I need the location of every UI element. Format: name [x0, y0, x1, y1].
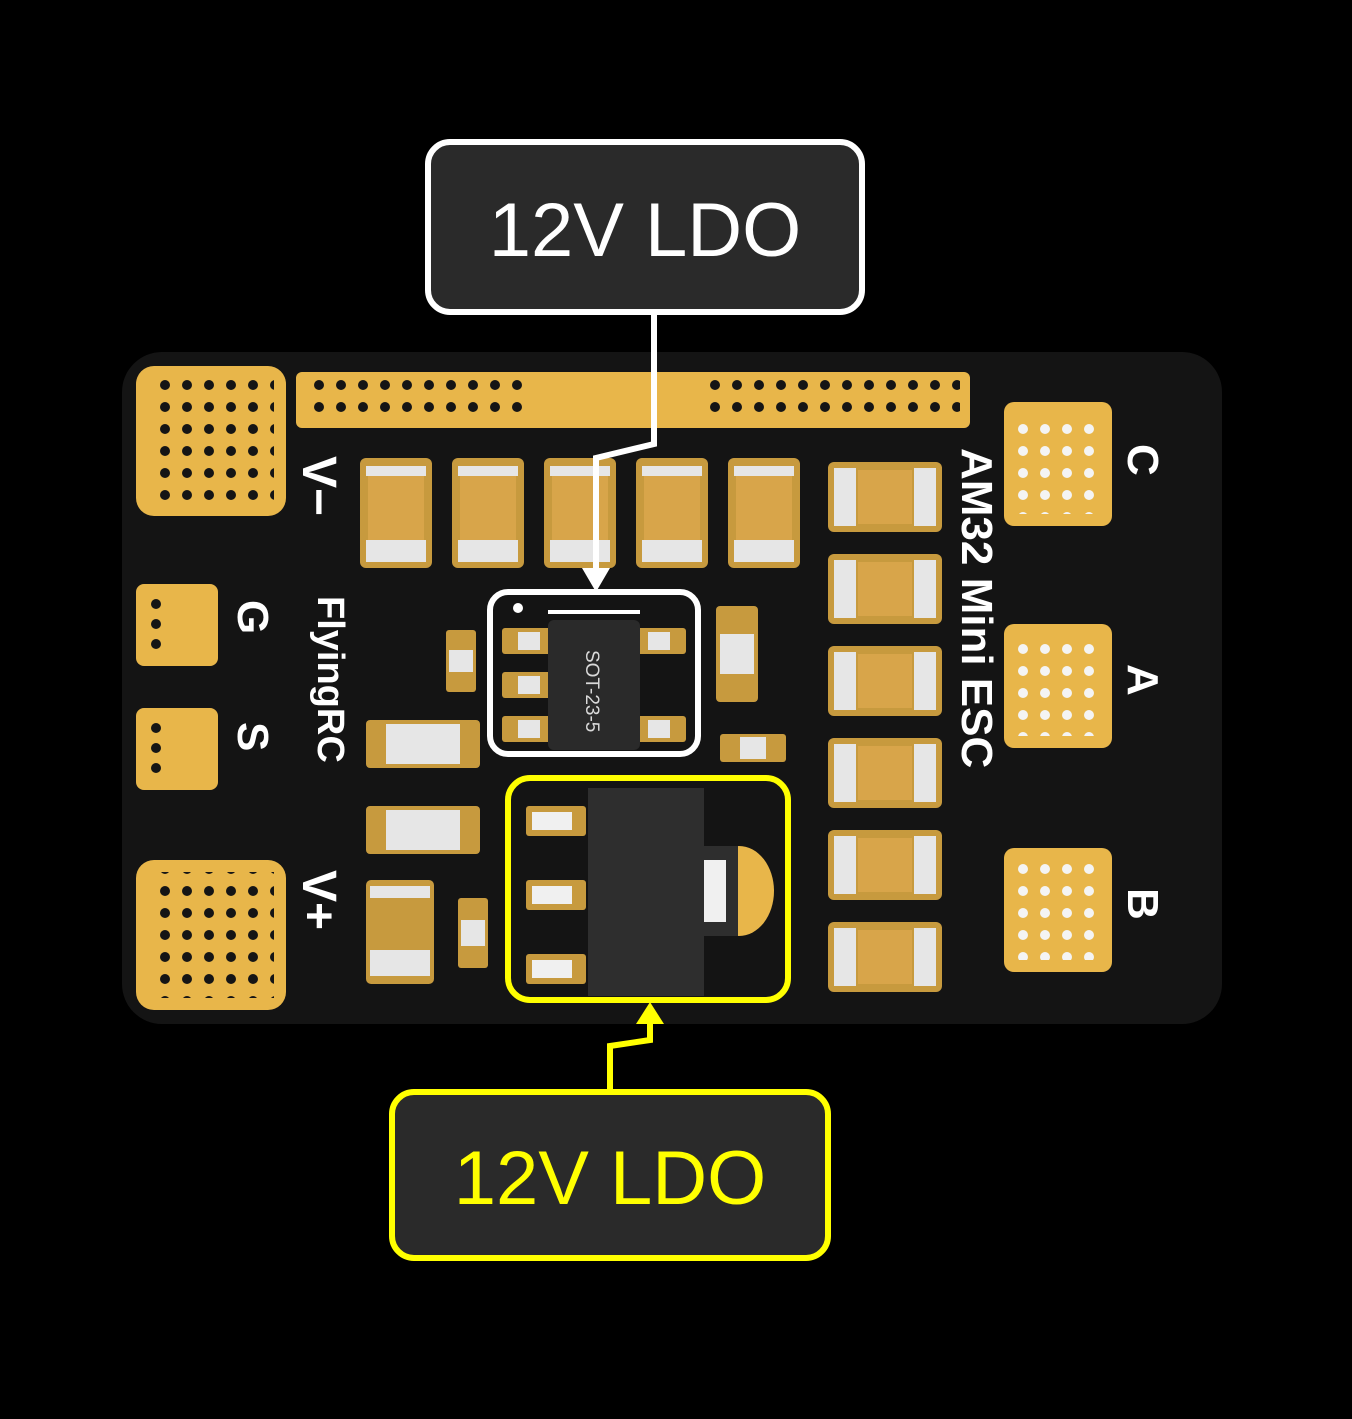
g-pad — [136, 584, 218, 666]
highlight-sot23 — [487, 589, 701, 757]
s-pad — [136, 708, 218, 790]
label-product-name: AM32 Mini ESC — [952, 448, 1001, 768]
label-b: B — [1118, 888, 1167, 920]
bottom-callout-connector — [607, 1022, 653, 1090]
small-components — [366, 606, 786, 984]
top-callout-label: 12V LDO — [489, 188, 802, 273]
label-v-plus: V+ — [292, 870, 345, 930]
capacitor-row — [360, 458, 800, 568]
label-s: S — [228, 722, 277, 751]
top-callout-connector — [593, 312, 657, 570]
capacitor-column — [828, 462, 942, 992]
b-pad — [1004, 848, 1112, 972]
bottom-callout: 12V LDO — [389, 1089, 831, 1261]
chip-marking: SOT-23-5 — [581, 650, 602, 732]
label-brand: FlyingRC — [309, 596, 351, 763]
v-minus-pad — [136, 366, 286, 516]
ground-strip — [296, 372, 970, 428]
top-callout: 12V LDO — [425, 139, 865, 315]
label-g: G — [228, 600, 277, 634]
bottom-arrowhead — [636, 1002, 664, 1024]
sot23-chip — [502, 603, 686, 750]
v-plus-pad — [136, 860, 286, 1010]
c-pad — [1004, 402, 1112, 526]
bottom-callout-label: 12V LDO — [454, 1136, 767, 1221]
top-arrowhead — [582, 568, 610, 592]
label-v-minus: V− — [292, 456, 345, 516]
label-c: C — [1118, 444, 1167, 476]
highlight-sot223 — [505, 775, 791, 1003]
a-pad — [1004, 624, 1112, 748]
label-a: A — [1118, 664, 1167, 696]
sot223-ldo — [526, 788, 774, 996]
